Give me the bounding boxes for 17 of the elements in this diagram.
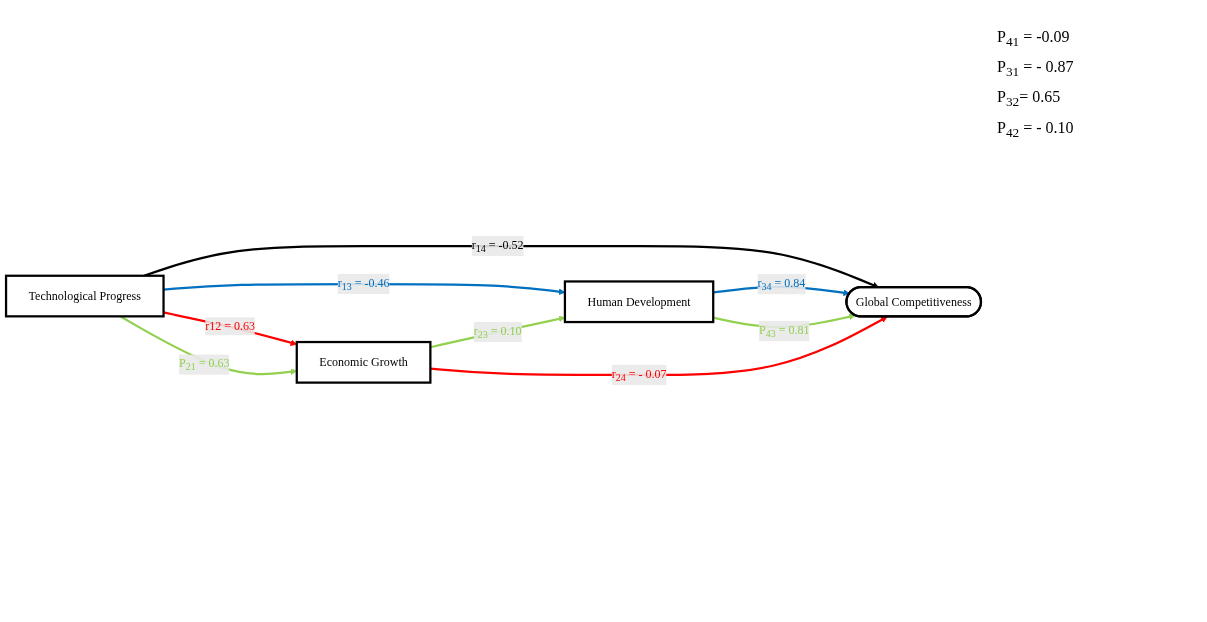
coefficient-label: P$_{31}$ = - 0.87 [997, 58, 1075, 81]
edge-label: P$_{43}$ = 0.81 [759, 323, 810, 340]
edge-label: r$_{34}$ = 0.84 [757, 276, 806, 293]
arrow [163, 311, 298, 347]
coefficient-label: P$_{42}$ = - 0.10 [997, 118, 1075, 141]
node-box: Economic Growth [295, 341, 432, 385]
arrow [430, 316, 888, 377]
edge-label: r$_{24}$ = - 0.07 [611, 367, 667, 384]
node-box: Technological Progress [4, 275, 165, 318]
coefficient-label: P$_{41}$ = -0.09 [997, 28, 1071, 51]
edge-label: r$_{14}$ = -0.52 [471, 238, 524, 255]
coefficient-label: P$_{32}$= 0.65 [997, 88, 1062, 111]
node-box: Human Development [563, 280, 715, 324]
edge-label: r$_{23}$ = 0.10 [473, 324, 522, 341]
edge-label: r$_{13}$ = -0.46 [337, 276, 390, 293]
edge-label: P$_{21}$ = 0.63 [179, 357, 230, 373]
edge-label: r12 = 0.63 [205, 319, 256, 333]
